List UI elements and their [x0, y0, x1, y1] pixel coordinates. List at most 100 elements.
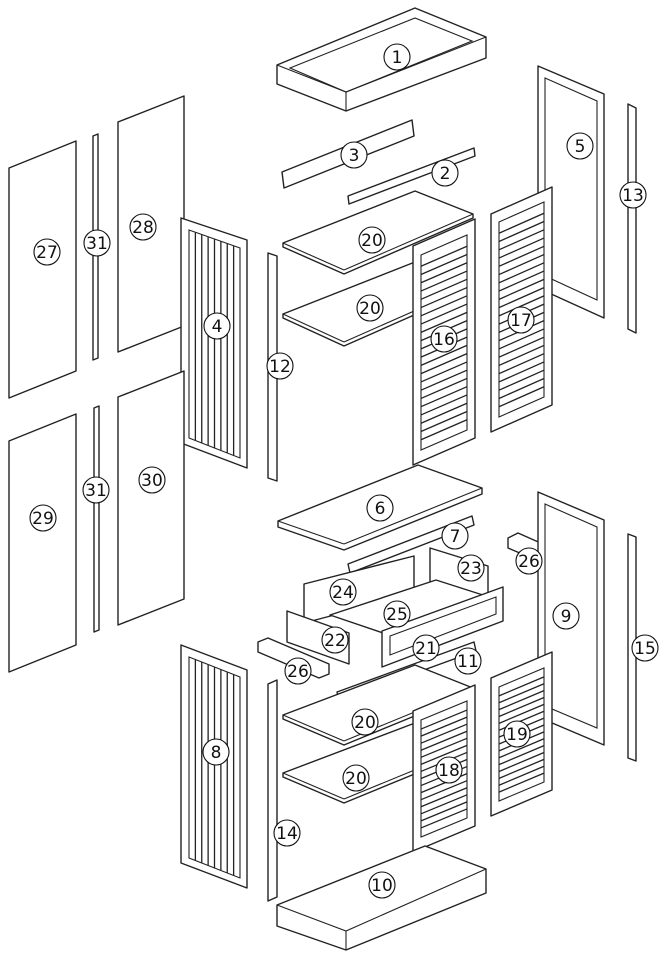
label-number: 4	[212, 317, 223, 337]
louvre-line	[498, 703, 545, 724]
label-circle	[631, 634, 659, 662]
label-number: 24	[332, 583, 354, 603]
label-circle	[33, 238, 61, 266]
louvre-line	[420, 419, 468, 441]
louvre-line	[498, 745, 545, 766]
label-number: 10	[371, 876, 393, 896]
part-label: 29	[29, 504, 57, 532]
label-number: 9	[561, 607, 572, 627]
louvre-line	[498, 270, 545, 292]
louvre-line	[498, 690, 545, 711]
label-circle	[430, 325, 458, 353]
part-label: 5	[566, 132, 594, 160]
part-label: 9	[552, 602, 580, 630]
label-circle	[457, 554, 485, 582]
label-circle	[329, 578, 357, 606]
part-label: 28	[129, 213, 157, 241]
louvre-line	[498, 765, 545, 786]
label-number: 2	[440, 164, 451, 184]
label-number: 5	[575, 137, 586, 157]
part-label: 24	[329, 578, 357, 606]
label-circle	[441, 522, 469, 550]
label-number: 3	[349, 146, 360, 166]
label-number: 11	[457, 652, 479, 672]
part-label: 2	[431, 159, 459, 187]
part-label: 26	[515, 547, 543, 575]
label-circle	[129, 213, 157, 241]
label-number: 27	[36, 243, 58, 263]
label-circle	[566, 132, 594, 160]
label-number: 28	[132, 218, 154, 238]
part-post-14	[267, 679, 278, 902]
louvre-line	[420, 794, 468, 815]
louvre-line	[420, 787, 468, 808]
label-number: 15	[634, 639, 656, 659]
label-circle	[284, 657, 312, 685]
part-label: 31	[83, 229, 111, 257]
part-label: 12	[266, 352, 294, 380]
louvre-line	[420, 286, 468, 309]
label-number: 25	[386, 605, 408, 625]
louvre-line	[498, 751, 545, 773]
part-panel-27	[8, 140, 77, 399]
label-circle	[321, 626, 349, 654]
louvre-line	[420, 369, 468, 391]
label-number: 1	[392, 48, 403, 68]
louvre-line	[498, 377, 545, 400]
label-circle	[368, 871, 396, 899]
louvre-line	[420, 270, 468, 292]
louvre-line	[420, 262, 468, 284]
louvre-line	[420, 311, 468, 333]
louvre-line	[420, 709, 468, 730]
label-circle	[356, 294, 384, 322]
part-label: 15	[631, 634, 659, 662]
part-label: 30	[138, 466, 166, 494]
louvre-line	[498, 344, 545, 367]
label-circle	[83, 229, 111, 257]
label-circle	[351, 708, 379, 736]
louvre-line	[420, 361, 468, 383]
label-circle	[619, 181, 647, 209]
label-number: 12	[269, 357, 291, 377]
louvre-line	[498, 361, 545, 383]
part-label: 11	[454, 647, 482, 675]
part-label: 18	[435, 756, 463, 784]
louvre-line	[498, 353, 545, 375]
louvre-line	[498, 229, 545, 251]
part-label: 1	[383, 43, 411, 71]
label-number: 29	[32, 509, 54, 529]
label-circle	[383, 600, 411, 628]
louvre-line	[498, 758, 545, 779]
label-number: 23	[460, 559, 482, 579]
label-circle	[515, 547, 543, 575]
part-label: 22	[321, 626, 349, 654]
louvre-line	[498, 696, 545, 718]
label-number: 20	[345, 769, 367, 789]
part-label: 17	[507, 306, 535, 334]
label-circle	[358, 226, 386, 254]
louvre-line	[420, 410, 468, 433]
part-label: 25	[383, 600, 411, 628]
label-circle	[202, 738, 230, 766]
louvre-line	[420, 723, 468, 744]
part-label: 20	[356, 294, 384, 322]
louvre-line	[420, 278, 468, 300]
label-number: 7	[450, 527, 461, 547]
louvre-line	[498, 336, 545, 358]
louvre-line	[420, 716, 468, 737]
louvre-line	[498, 245, 545, 267]
label-circle	[412, 634, 440, 662]
louvre-line	[498, 676, 545, 697]
louvre-line	[498, 738, 545, 759]
louvre-line	[420, 394, 468, 416]
louvre-line	[420, 737, 468, 758]
label-number: 26	[518, 552, 540, 572]
louvre-line	[420, 808, 468, 829]
part-label: 20	[351, 708, 379, 736]
label-circle	[138, 466, 166, 494]
part-label: 20	[358, 226, 386, 254]
louvre-line	[498, 278, 545, 300]
louvre-line	[420, 744, 468, 765]
label-number: 6	[375, 499, 386, 519]
